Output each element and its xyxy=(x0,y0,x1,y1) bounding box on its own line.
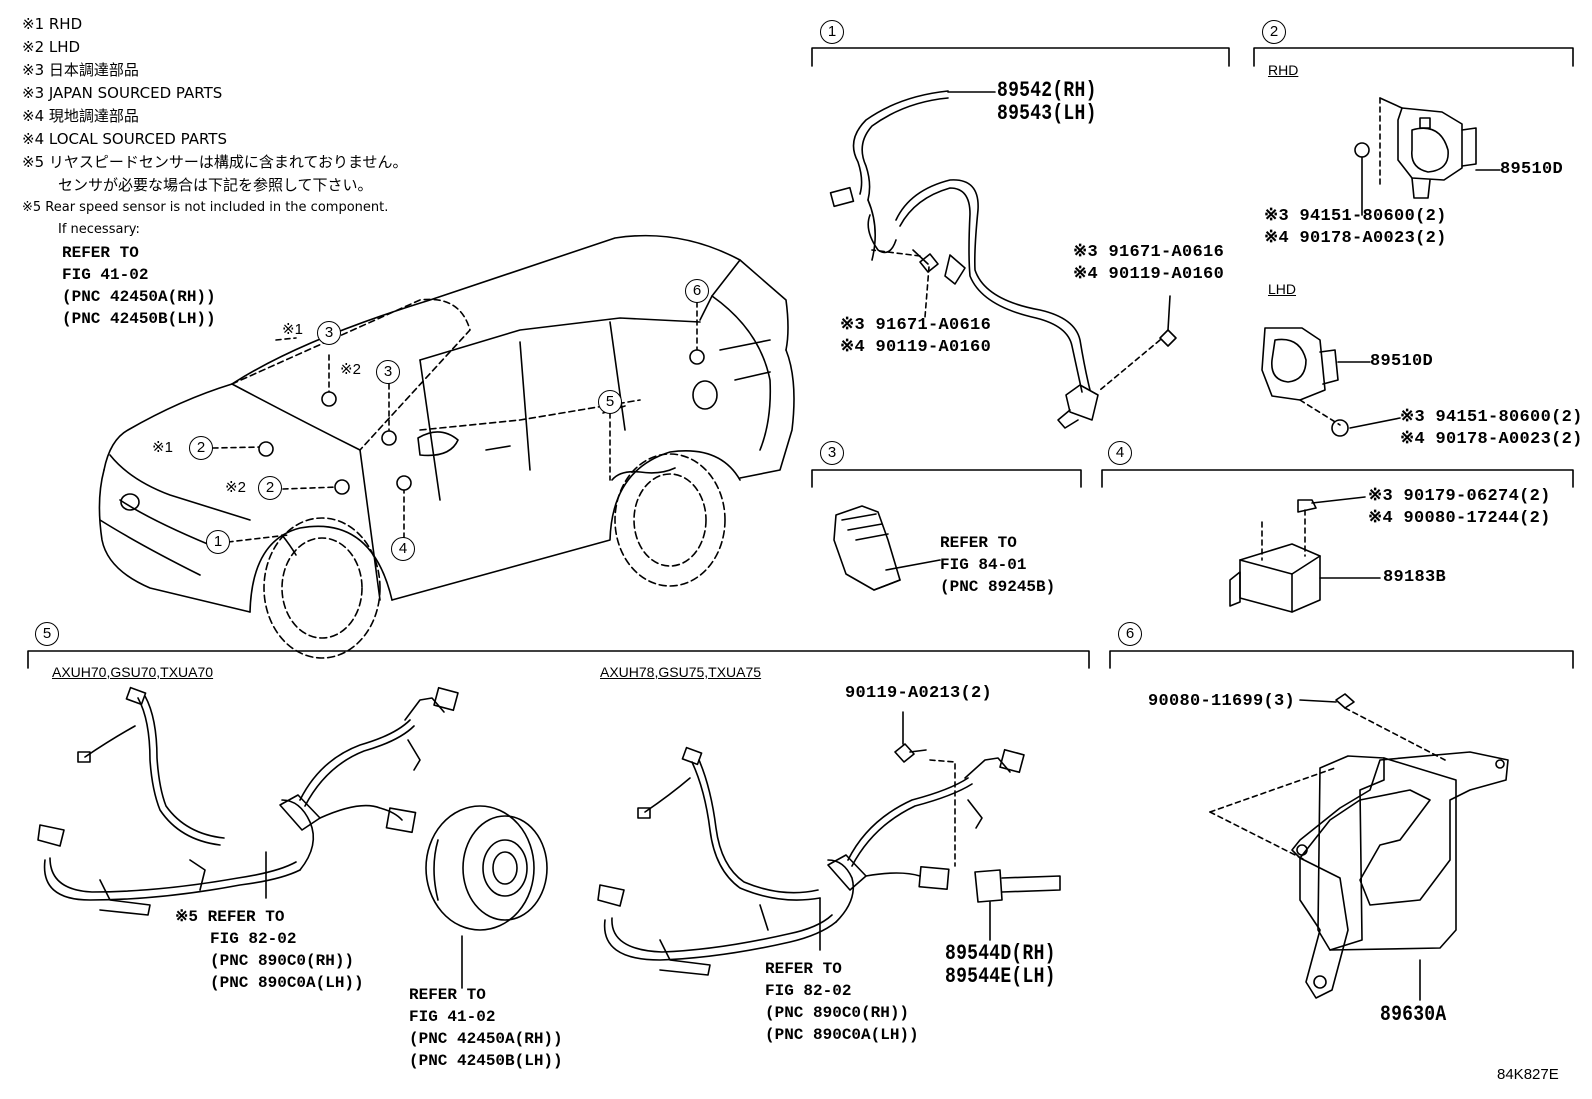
note-refer-fig: FIG 41-02 xyxy=(62,266,149,284)
steering-sensor-drawing xyxy=(833,505,941,591)
section-5-ref-b-4: (PNC 42450B(LH)) xyxy=(409,1052,563,1070)
section-5-ref-c-3: (PNC 890C0(RH)) xyxy=(765,1004,910,1022)
part-89544d-rh[interactable]: 89544D(RH) xyxy=(945,941,1056,966)
car-callout-2-rhd[interactable]: 2 xyxy=(189,436,213,460)
part-89510d-rhd[interactable]: 89510D xyxy=(1500,160,1564,179)
section-5-ref-a-4: (PNC 890C0A(LH)) xyxy=(210,974,364,992)
rhd-caption: RHD xyxy=(1268,62,1299,78)
section-3-number: 3 xyxy=(820,441,844,465)
note-refer-pnc-lh: (PNC 42450B(LH)) xyxy=(62,310,216,328)
car-callout-mark: ※2 xyxy=(340,361,361,378)
section-1-number: 1 xyxy=(820,20,844,44)
car-callout-5[interactable]: 5 xyxy=(598,390,622,414)
section-5-bracket xyxy=(27,650,1090,669)
part-nut-90178-a0023-lhd[interactable]: ※4 90178-A0023(2) xyxy=(1400,430,1583,449)
part-89510d-lhd[interactable]: 89510D xyxy=(1370,352,1434,371)
section-5-ref-b-3: (PNC 42450A(RH)) xyxy=(409,1030,563,1048)
section-5-ref-c-4: (PNC 890C0A(LH)) xyxy=(765,1026,919,1044)
car-callout-leaders xyxy=(212,301,698,548)
part-nut-94151-80600-lhd[interactable]: ※3 94151-80600(2) xyxy=(1400,408,1583,427)
part-89542-rh[interactable]: 89542(RH) xyxy=(997,78,1097,103)
model-caption-axuh70: AXUH70,GSU70,TXUA70 xyxy=(52,664,214,680)
note-local-sourced-jp: ※4 現地調達部品 xyxy=(22,107,139,125)
section-5-ref-b-2: FIG 41-02 xyxy=(409,1008,496,1026)
note-rear-sensor-jp-2: センサが必要な場合は下記を参照して下さい。 xyxy=(58,176,373,194)
note-rhd: ※1 RHD xyxy=(22,15,83,33)
section-4-number: 4 xyxy=(1108,441,1132,465)
figure-code: 84K827E xyxy=(1497,1066,1559,1083)
car-sensor-dots xyxy=(258,349,705,495)
part-89544e-lh[interactable]: 89544E(LH) xyxy=(945,964,1056,989)
part-bolt-90080-11699[interactable]: 90080-11699(3) xyxy=(1148,692,1296,711)
note-if-necessary: If necessary: xyxy=(58,222,140,237)
section-1-bracket xyxy=(811,47,1230,67)
section-5-ref-c-1: REFER TO xyxy=(765,960,842,978)
note-refer-pnc-rh: (PNC 42450A(RH)) xyxy=(62,288,216,306)
part-89183b[interactable]: 89183B xyxy=(1383,568,1447,587)
section-3-bracket xyxy=(811,469,1082,488)
note-japan-sourced: ※3 JAPAN SOURCED PARTS xyxy=(22,84,223,102)
part-nut-90178-a0023-rhd[interactable]: ※4 90178-A0023(2) xyxy=(1264,229,1447,248)
part-bolt-91671-a0616-b[interactable]: ※3 91671-A0616 xyxy=(1073,243,1225,262)
model-caption-axuh78: AXUH78,GSU75,TXUA75 xyxy=(600,664,762,680)
ecu-bracket-drawing xyxy=(1209,693,1509,1001)
section-5-ref-c-2: FIG 82-02 xyxy=(765,982,852,1000)
section-2-number: 2 xyxy=(1262,20,1286,44)
section-6-bracket xyxy=(1109,650,1574,669)
section-2-bracket xyxy=(1253,47,1574,67)
note-refer-to: REFER TO xyxy=(62,244,139,262)
car-callout-3-lhd[interactable]: 3 xyxy=(376,360,400,384)
rear-harness-drawing xyxy=(37,686,1061,989)
front-speed-sensor-drawing xyxy=(829,90,1177,429)
section-5-ref-a-2: FIG 82-02 xyxy=(210,930,297,948)
car-callout-6[interactable]: 6 xyxy=(685,279,709,303)
lhd-caption: LHD xyxy=(1268,281,1297,297)
note-japan-sourced-jp: ※3 日本調達部品 xyxy=(22,61,139,79)
section-5-ref-a-1: ※5 REFER TO xyxy=(175,908,285,926)
part-nut-90179-06274[interactable]: ※3 90179-06274(2) xyxy=(1368,487,1551,506)
part-bolt-90119-a0160-b[interactable]: ※4 90119-A0160 xyxy=(1073,265,1225,284)
car-callout-3-rhd[interactable]: 3 xyxy=(317,321,341,345)
section-5-ref-b-1: REFER TO xyxy=(409,986,486,1004)
part-nut-90080-17244[interactable]: ※4 90080-17244(2) xyxy=(1368,509,1551,528)
part-nut-94151-80600-rhd[interactable]: ※3 94151-80600(2) xyxy=(1264,207,1447,226)
section-6-number: 6 xyxy=(1118,622,1142,646)
note-local-sourced: ※4 LOCAL SOURCED PARTS xyxy=(22,130,227,148)
note-lhd: ※2 LHD xyxy=(22,38,81,56)
note-rear-sensor-jp: ※5 リヤスピードセンサーは構成に含まれておりません。 xyxy=(22,153,408,171)
part-89543-lh[interactable]: 89543(LH) xyxy=(997,101,1097,126)
car-callout-mark: ※1 xyxy=(152,439,173,456)
yaw-sensor-drawing xyxy=(1229,496,1381,613)
section-5-number: 5 xyxy=(35,622,59,646)
vehicle-outline xyxy=(98,234,795,659)
car-callout-1[interactable]: 1 xyxy=(206,530,230,554)
g-sensor-drawing xyxy=(1261,97,1501,437)
part-bolt-90119-a0160[interactable]: ※4 90119-A0160 xyxy=(840,338,992,357)
car-callout-mark: ※1 xyxy=(282,321,303,338)
section-3-pnc: (PNC 89245B) xyxy=(940,578,1056,596)
part-89630a[interactable]: 89630A xyxy=(1380,1002,1447,1027)
section-3-refer-to: REFER TO xyxy=(940,534,1017,552)
section-5-ref-a-3: (PNC 890C0(RH)) xyxy=(210,952,355,970)
car-callout-2-lhd[interactable]: 2 xyxy=(258,476,282,500)
part-bolt-90119-a0213[interactable]: 90119-A0213(2) xyxy=(845,684,993,703)
note-rear-sensor: ※5 Rear speed sensor is not included in … xyxy=(22,200,389,215)
car-callout-4[interactable]: 4 xyxy=(391,537,415,561)
car-callout-mark: ※2 xyxy=(225,479,246,496)
section-3-fig: FIG 84-01 xyxy=(940,556,1027,574)
section-4-bracket xyxy=(1101,469,1574,488)
part-bolt-91671-a0616[interactable]: ※3 91671-A0616 xyxy=(840,316,992,335)
